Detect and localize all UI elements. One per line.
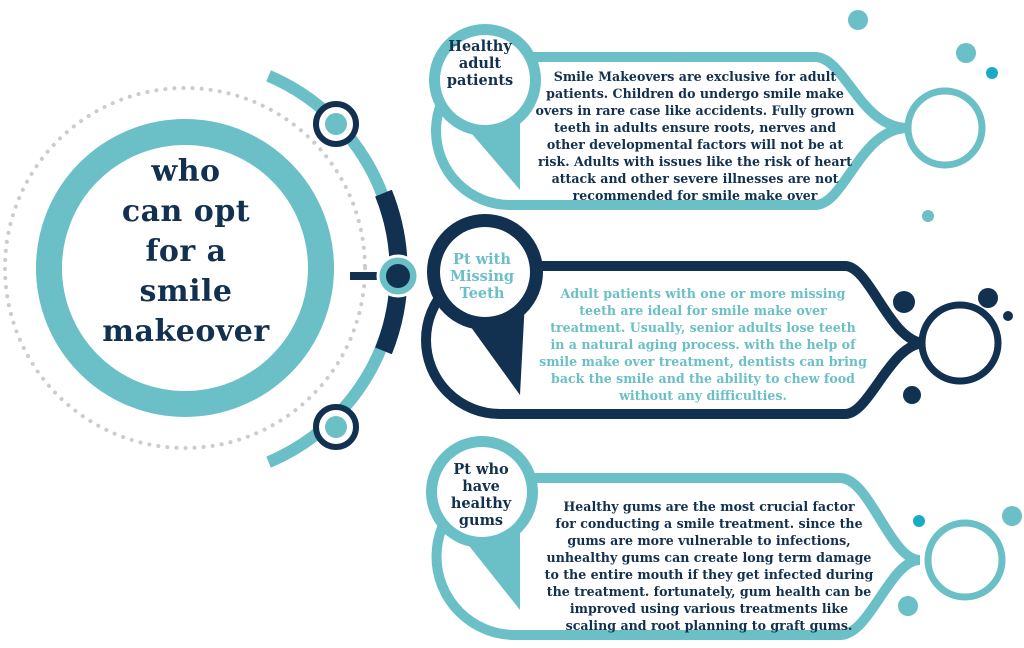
decor-dot [1003, 311, 1013, 321]
label-line: gums [458, 512, 504, 529]
dotted-ring [3, 86, 367, 450]
item2-label: Pt with Missing Teeth [428, 251, 536, 302]
label-line: Teeth [459, 285, 505, 302]
title-line: can opt [121, 194, 251, 229]
text-line: patients. Children do undergo smile make [546, 86, 844, 101]
text-line: for conducting a smile treatment. since … [555, 516, 863, 531]
text-line: scaling and root planning to graft gums. [565, 618, 853, 633]
text-line: back the smile and the ability to chew f… [551, 371, 855, 386]
decor-dot [898, 596, 918, 616]
text-line: treatment. Usually, senior adults lose t… [550, 320, 856, 335]
label-line: healthy [450, 495, 512, 512]
center-ring [36, 119, 334, 417]
card1-end-ring [904, 87, 986, 169]
label-line: adult [458, 55, 502, 72]
item3-description: Healthy gums are the most crucial factor… [536, 498, 882, 634]
card-healthy-gums [426, 436, 1006, 640]
text-line: teeth are ideal for smile make over [579, 303, 827, 318]
card3-end-ring [924, 519, 1006, 601]
text-line: risk. Adults with issues like the risk o… [537, 154, 853, 169]
decor-dot [893, 291, 915, 313]
decor-dot [956, 43, 976, 63]
title-line: makeover [102, 314, 270, 349]
text-line: to the entire mouth if they get infected… [544, 567, 874, 582]
decor-dot [848, 10, 868, 30]
title-line: for a [145, 234, 227, 269]
text-line: Adult patients with one or more missing [560, 286, 846, 301]
decor-dot [1002, 506, 1022, 526]
item2-description: Adult patients with one or more missing … [530, 285, 876, 404]
text-line: smile make over treatment, dentists can … [539, 354, 867, 369]
text-line: unhealthy gums can create long term dama… [546, 550, 872, 565]
card-healthy-adults [429, 24, 986, 210]
title-line: smile [139, 274, 233, 309]
text-line: Healthy gums are the most crucial factor [563, 499, 855, 514]
text-line: attack and other severe illnesses are no… [551, 171, 839, 186]
text-line: gums are more vulnerable to infections, [567, 533, 851, 548]
text-line: in a natural aging process. with the hel… [550, 337, 856, 352]
item1-label: Healthy adult patients [432, 38, 528, 89]
decor-dot [922, 210, 934, 222]
label-line: Pt who [453, 461, 509, 478]
text-line: Smile Makeovers are exclusive for adult [553, 69, 837, 84]
center-title: who can opt for a smile makeover [70, 152, 302, 352]
decor-dot [913, 515, 925, 527]
text-line: improved using various treatments like [569, 601, 849, 616]
label-line: patients [446, 72, 514, 89]
title-line: who [151, 154, 221, 189]
text-line: overs in rare case like accidents. Fully… [535, 103, 855, 118]
decor-dot [903, 386, 921, 404]
text-line: without any difficulties. [619, 388, 787, 403]
card-missing-teeth [421, 214, 1002, 419]
label-line: Pt with [453, 251, 511, 268]
card2-end-ring [918, 301, 1002, 385]
decor-dot [978, 288, 998, 308]
text-line: recommended for smile make over [572, 188, 818, 203]
item3-label: Pt who have healthy gums [430, 461, 532, 529]
decor-dot [986, 67, 998, 79]
text-line: the treatment. fortunately, gum health c… [546, 584, 872, 599]
label-line: have [462, 478, 500, 495]
text-line: other developmental factors will not be … [546, 137, 844, 152]
label-line: Healthy [448, 38, 512, 55]
label-line: Missing [449, 268, 515, 285]
text-line: teeth in adults ensure roots, nerves and [553, 120, 836, 135]
item1-description: Smile Makeovers are exclusive for adult … [535, 68, 855, 204]
